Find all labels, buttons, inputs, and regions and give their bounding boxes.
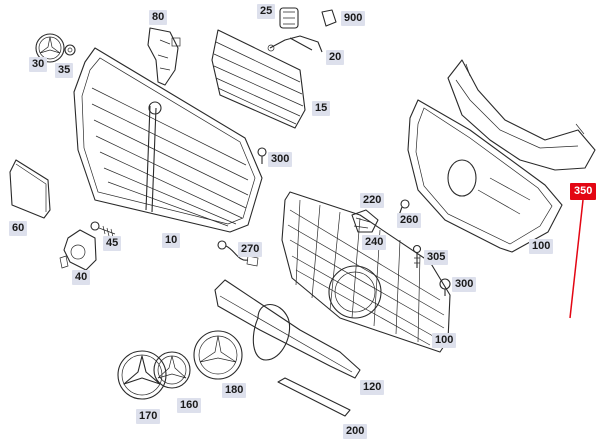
callout-180: 180: [222, 383, 247, 398]
callout-100-upper: 100: [529, 239, 554, 254]
callout-270: 270: [238, 242, 263, 257]
callout-120: 120: [360, 380, 385, 395]
star-emblem-small: [35, 33, 65, 63]
callout-200: 200: [343, 424, 368, 439]
callout-305: 305: [424, 250, 449, 265]
callout-60: 60: [9, 221, 28, 236]
callout-100-lower: 100: [432, 333, 457, 348]
callout-10: 10: [162, 233, 181, 248]
sensor-cable-270: [217, 240, 259, 267]
highlight-leader-350: [569, 199, 584, 319]
callout-300-upper: 300: [268, 152, 293, 167]
radiator-grille-10: [73, 47, 263, 233]
connector-900: [321, 9, 337, 27]
star-emblem-170: [117, 350, 167, 400]
callout-35: 35: [55, 63, 74, 78]
clip-35: [64, 44, 76, 56]
callout-260: 260: [397, 213, 422, 228]
lower-strip-200: [277, 377, 351, 417]
callout-900: 900: [341, 11, 366, 26]
screw-305: [412, 244, 422, 268]
callout-40: 40: [72, 270, 91, 285]
callout-15: 15: [312, 101, 331, 116]
callout-80: 80: [149, 10, 168, 25]
bracket-80: [147, 27, 181, 86]
grille-frame-100: [407, 99, 563, 253]
callout-20: 20: [326, 50, 345, 65]
callout-25: 25: [257, 4, 276, 19]
callout-220: 220: [360, 193, 385, 208]
callout-240: 240: [362, 235, 387, 250]
actuator-25: [279, 7, 299, 29]
callout-160: 160: [177, 398, 202, 413]
bezel-ring: [252, 303, 290, 361]
callout-45: 45: [103, 236, 122, 251]
star-emblem-160: [153, 351, 191, 389]
louver-15: [211, 29, 306, 129]
mesh-grille-100: [281, 191, 451, 353]
motor-40: [59, 229, 97, 271]
rod-20: [267, 35, 323, 53]
callout-300-lower: 300: [452, 277, 477, 292]
bracket-220-240: [351, 209, 379, 233]
callout-170: 170: [136, 409, 161, 424]
mounting-bracket-350: [447, 59, 596, 171]
emblem-carrier-180: [193, 330, 243, 380]
screw-45: [90, 221, 116, 238]
cover-60: [9, 159, 51, 219]
callout-30: 30: [29, 57, 48, 72]
callout-350-highlight: 350: [570, 183, 597, 200]
screw-300-upper: [257, 147, 267, 164]
lower-trim-120: [214, 279, 361, 379]
screw-300-lower: [439, 278, 451, 296]
